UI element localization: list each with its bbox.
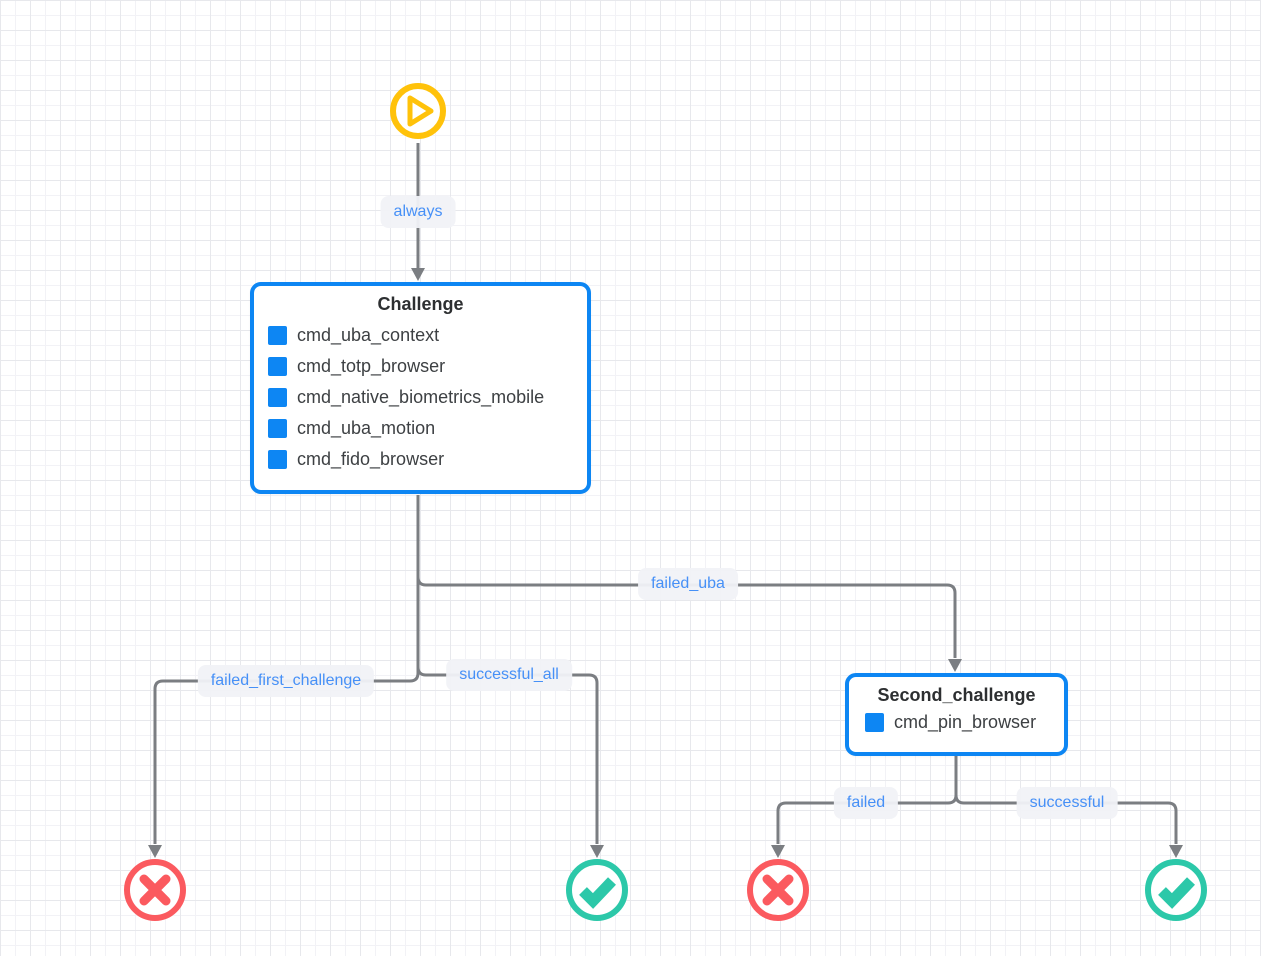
command-item[interactable]: cmd_uba_motion bbox=[268, 418, 573, 439]
command-label: cmd_pin_browser bbox=[894, 712, 1037, 732]
play-circle-icon bbox=[390, 83, 446, 139]
command-label: cmd_uba_context bbox=[297, 325, 440, 345]
node-title: Second_challenge bbox=[877, 685, 1036, 705]
node-challenge[interactable]: Challenge cmd_uba_context cmd_totp_brows… bbox=[250, 282, 591, 494]
command-square-icon bbox=[865, 713, 884, 732]
command-item[interactable]: cmd_pin_browser bbox=[865, 712, 1050, 733]
command-label: cmd_totp_browser bbox=[297, 356, 446, 376]
edge-label-always[interactable]: always bbox=[380, 196, 456, 228]
command-item[interactable]: cmd_native_biometrics_mobile bbox=[268, 387, 573, 408]
arrowhead bbox=[1169, 845, 1183, 858]
command-item[interactable]: cmd_uba_context bbox=[268, 325, 573, 346]
node-second-challenge[interactable]: Second_challenge cmd_pin_browser bbox=[845, 673, 1068, 756]
command-item[interactable]: cmd_fido_browser bbox=[268, 449, 573, 470]
check-icon bbox=[579, 877, 616, 909]
edge-label-failed[interactable]: failed bbox=[833, 787, 899, 819]
x-icon bbox=[762, 874, 794, 906]
check-icon bbox=[1158, 877, 1195, 909]
command-square-icon bbox=[268, 450, 287, 469]
command-label: cmd_fido_browser bbox=[297, 449, 445, 469]
command-square-icon bbox=[268, 357, 287, 376]
command-label: cmd_uba_motion bbox=[297, 418, 436, 438]
arrowhead bbox=[590, 845, 604, 858]
x-icon bbox=[139, 874, 171, 906]
command-square-icon bbox=[268, 419, 287, 438]
arrowhead bbox=[148, 845, 162, 858]
edge-label-successful[interactable]: successful bbox=[1016, 787, 1118, 819]
edge-label-failed-first-challenge[interactable]: failed_first_challenge bbox=[197, 665, 375, 697]
arrowhead bbox=[411, 268, 425, 281]
success-terminal-2[interactable] bbox=[1145, 859, 1207, 921]
node-title: Challenge bbox=[377, 294, 464, 314]
command-item[interactable]: cmd_totp_browser bbox=[268, 356, 573, 377]
success-terminal-1[interactable] bbox=[566, 859, 628, 921]
command-square-icon bbox=[268, 388, 287, 407]
start-node[interactable] bbox=[390, 83, 446, 139]
edge-label-failed-uba[interactable]: failed_uba bbox=[638, 568, 738, 600]
command-square-icon bbox=[268, 326, 287, 345]
failure-terminal-1[interactable] bbox=[124, 859, 186, 921]
command-label: cmd_native_biometrics_mobile bbox=[297, 387, 545, 407]
play-icon bbox=[407, 95, 434, 127]
arrowhead bbox=[948, 659, 962, 672]
edge-label-successful-all[interactable]: successful_all bbox=[446, 659, 572, 691]
failure-terminal-2[interactable] bbox=[747, 859, 809, 921]
arrowhead bbox=[771, 845, 785, 858]
